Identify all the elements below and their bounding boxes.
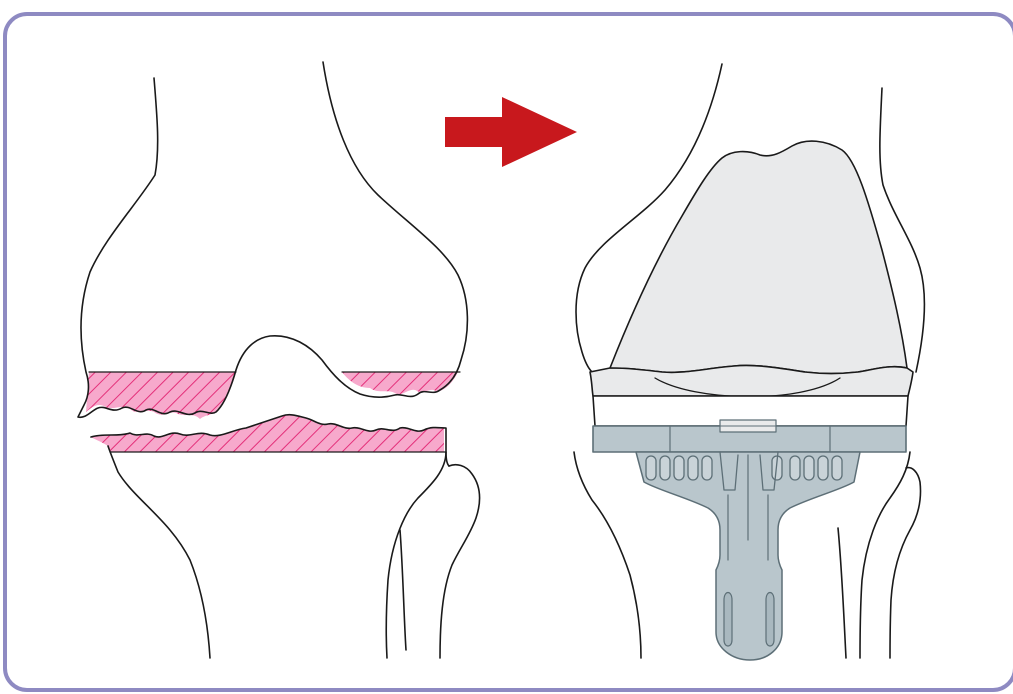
diagram-frame xyxy=(0,0,1013,694)
knee-replacement-diagram xyxy=(0,0,1013,694)
